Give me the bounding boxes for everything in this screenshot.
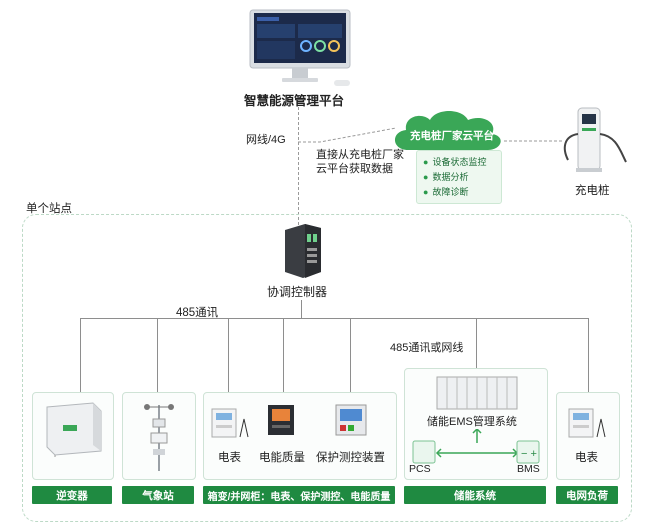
feature-item: ●设备状态监控 — [423, 157, 487, 167]
inverter-card — [32, 392, 114, 480]
power-quality-label: 电能质量 — [259, 452, 305, 464]
tag-storage: 储能系统 — [404, 486, 546, 504]
charger-icon — [556, 104, 630, 174]
cloud-note-line2: 云平台获取数据 — [316, 163, 393, 175]
tag-grid-load: 电网负荷 — [556, 486, 618, 504]
weather-station-icon — [139, 399, 179, 478]
drop-inverter — [80, 318, 81, 392]
ems-cabinet-icon — [435, 375, 519, 416]
cloud-platform-icon — [388, 108, 506, 154]
storage-card: 储能EMS管理系统 − + PCS BMS — [404, 368, 548, 480]
cabinet-card: 电表 电能质量 保护测控装置 — [203, 392, 397, 480]
tag-inverter: 逆变器 — [32, 486, 112, 504]
protection-device-icon — [334, 403, 368, 442]
drop-meter1 — [228, 318, 229, 392]
tag-cabinet: 箱变/并网柜：电表、保护测控、电能质量 — [203, 486, 395, 504]
meter-icon — [210, 405, 250, 446]
computer-icon — [248, 8, 352, 88]
storage-flow-arrows: − + — [411, 427, 541, 474]
charger-label: 充电桩 — [575, 185, 610, 197]
rs485-bus-line — [80, 318, 588, 319]
station-boundary — [22, 214, 632, 522]
rs485-label: 485通讯 — [176, 307, 219, 319]
cloud-note-line1: 直接从充电桩厂家 — [316, 149, 404, 161]
rs485-net-label: 485通讯或网线 — [390, 342, 464, 354]
charger-link-line — [504, 130, 564, 142]
drop-storage — [476, 318, 477, 368]
drop-grid-load — [588, 318, 589, 392]
svg-text:− +: − + — [521, 448, 537, 460]
controller-drop-line — [301, 300, 302, 318]
tag-weather: 气象站 — [122, 486, 194, 504]
station-label: 单个站点 — [26, 203, 72, 215]
protection-label: 保护测控装置 — [316, 452, 385, 464]
meter2-icon — [567, 405, 607, 446]
meter2-label: 电表 — [575, 452, 598, 464]
weather-card — [122, 392, 196, 480]
cloud-platform-label: 充电桩厂家云平台 — [410, 130, 494, 142]
drop-power-quality — [283, 318, 284, 392]
ems-label: 储能EMS管理系统 — [427, 416, 517, 428]
cloud-features-box: ●设备状态监控 ●数据分析 ●故障诊断 — [416, 150, 502, 204]
drop-weather — [157, 318, 158, 392]
bms-label: BMS — [517, 463, 540, 475]
grid-load-card: 电表 — [556, 392, 620, 480]
feature-item: ●故障诊断 — [423, 187, 469, 197]
platform-label: 智慧能源管理平台 — [244, 94, 345, 108]
cloud-link-line — [298, 124, 398, 144]
controller-icon — [281, 222, 325, 280]
controller-label: 协调控制器 — [267, 285, 328, 299]
feature-item: ●数据分析 — [423, 172, 469, 182]
drop-protection — [350, 318, 351, 392]
meter1-label: 电表 — [218, 452, 241, 464]
pcs-label: PCS — [409, 463, 431, 475]
inverter-icon — [41, 401, 105, 462]
network-link-line — [298, 107, 299, 230]
power-quality-icon — [266, 403, 296, 442]
network-link-label: 网线/4G — [246, 134, 286, 146]
